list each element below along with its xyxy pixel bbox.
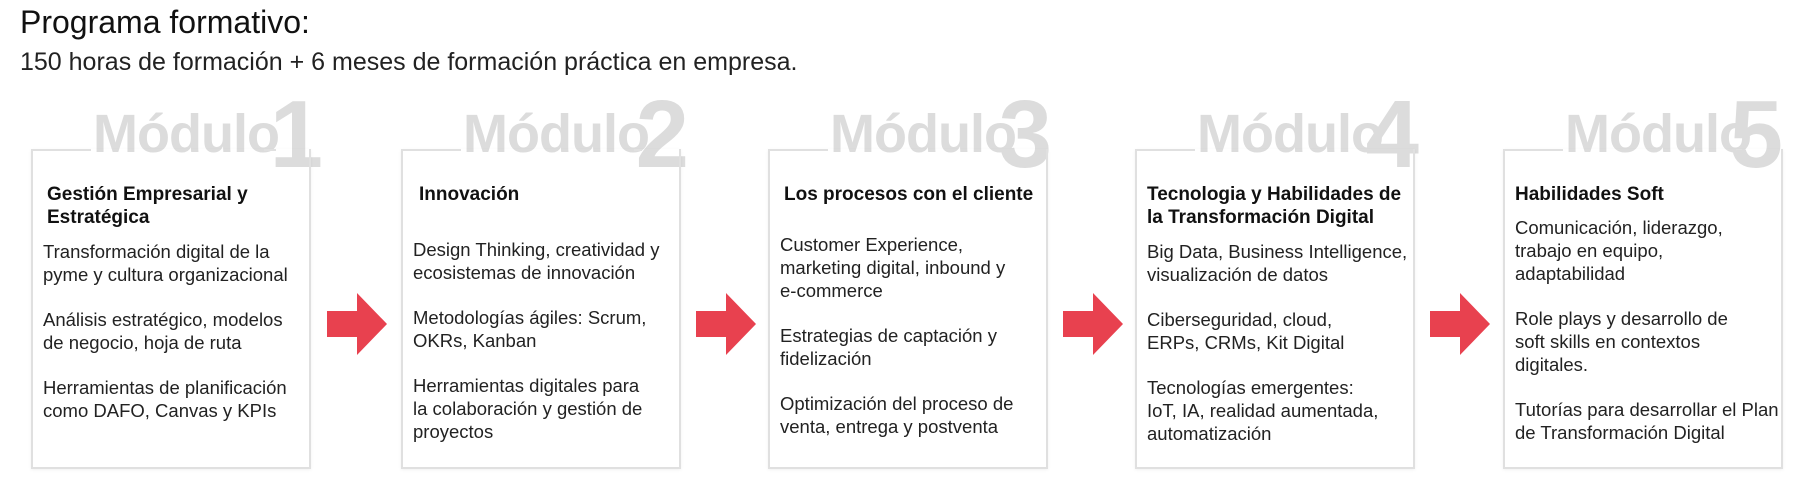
module-number: 1: [269, 81, 323, 188]
card-top-border: [1135, 149, 1195, 151]
module-title: Gestión Empresarial y Estratégica: [47, 184, 248, 228]
module-card-3: Módulo 3 Los procesos con el cliente Cus…: [768, 87, 1052, 472]
module-label: Módulo: [1565, 104, 1752, 164]
module-items: Big Data, Business Intelligence, visuali…: [1147, 240, 1409, 467]
module-label: Módulo: [463, 104, 650, 164]
module-item: Big Data, Business Intelligence, visuali…: [1147, 241, 1408, 285]
module-item: Metodologías ágiles: Scrum, OKRs, Kanban: [413, 307, 647, 351]
module-item: Design Thinking, creatividad y ecosistem…: [413, 239, 660, 283]
card-top-border: [264, 149, 276, 151]
module-card-2: Módulo 2 Innovación Design Thinking, cre…: [401, 87, 689, 472]
page-subtitle: 150 horas de formación + 6 meses de form…: [20, 48, 798, 76]
arrow-right-icon: [327, 293, 387, 355]
module-box: [401, 149, 681, 469]
module-item: Role plays y desarrollo de soft skills e…: [1515, 308, 1728, 375]
module-label: Módulo: [1197, 104, 1384, 164]
module-label: Módulo: [830, 104, 1017, 164]
card-top-border: [1503, 149, 1563, 151]
module-card-4: Módulo 4 Tecnologia y Habilidades de la …: [1135, 87, 1419, 472]
module-items: Comunicación, liderazgo, trabajo en equi…: [1515, 216, 1779, 466]
module-item: Herramientas de planificación como DAFO,…: [43, 377, 287, 421]
module-item: Tecnologías emergentes: IoT, IA, realida…: [1147, 377, 1379, 444]
module-item: Transformación digital de la pyme y cult…: [43, 241, 288, 285]
module-item: Comunicación, liderazgo, trabajo en equi…: [1515, 217, 1723, 284]
module-number: 3: [998, 81, 1052, 188]
module-card-5: Módulo 5 Habilidades Soft Comunicación, …: [1503, 87, 1785, 472]
module-number: 5: [1729, 81, 1783, 188]
module-label: Módulo: [93, 104, 280, 164]
module-box: [31, 149, 311, 469]
module-number: 4: [1365, 81, 1419, 188]
module-card-1: Módulo 1 Gestión Empresarial y Estratégi…: [31, 87, 323, 472]
card-top-border: [31, 149, 91, 151]
card-top-border: [768, 149, 828, 151]
module-item: Estrategias de captación y fidelización: [780, 325, 997, 369]
card-top-border: [634, 149, 642, 151]
arrow-right-icon: [1430, 293, 1490, 355]
module-title: Tecnologia y Habilidades de la Transform…: [1147, 184, 1402, 228]
module-item: Customer Experience, marketing digital, …: [780, 234, 1006, 301]
card-top-border: [1368, 149, 1376, 151]
module-items: Transformación digital de la pyme y cult…: [43, 240, 305, 444]
module-box: [768, 149, 1048, 469]
module-box: [1135, 149, 1415, 469]
module-item: Análisis estratégico, modelos de negocio…: [43, 309, 283, 353]
module-item: Tutorías para desarrollar el Plan de Tra…: [1515, 399, 1779, 443]
arrow-right-icon: [696, 293, 756, 355]
arrow-right-icon: [1063, 293, 1123, 355]
module-box: [1503, 149, 1783, 469]
card-top-border: [1001, 149, 1009, 151]
module-items: Customer Experience, marketing digital, …: [780, 233, 1042, 460]
module-title: Habilidades Soft: [1515, 184, 1664, 205]
card-top-border: [1736, 149, 1742, 151]
page-title: Programa formativo:: [20, 4, 310, 40]
module-item: Optimización del proceso de venta, entre…: [780, 393, 1014, 437]
card-top-border: [401, 149, 461, 151]
module-items: Design Thinking, creatividad y ecosistem…: [413, 238, 675, 465]
module-title: Los procesos con el cliente: [784, 184, 1034, 205]
module-title: Innovación: [419, 184, 520, 205]
module-item: Herramientas digitales para la colaborac…: [413, 375, 643, 442]
module-item: Ciberseguridad, cloud, ERPs, CRMs, Kit D…: [1147, 309, 1345, 353]
